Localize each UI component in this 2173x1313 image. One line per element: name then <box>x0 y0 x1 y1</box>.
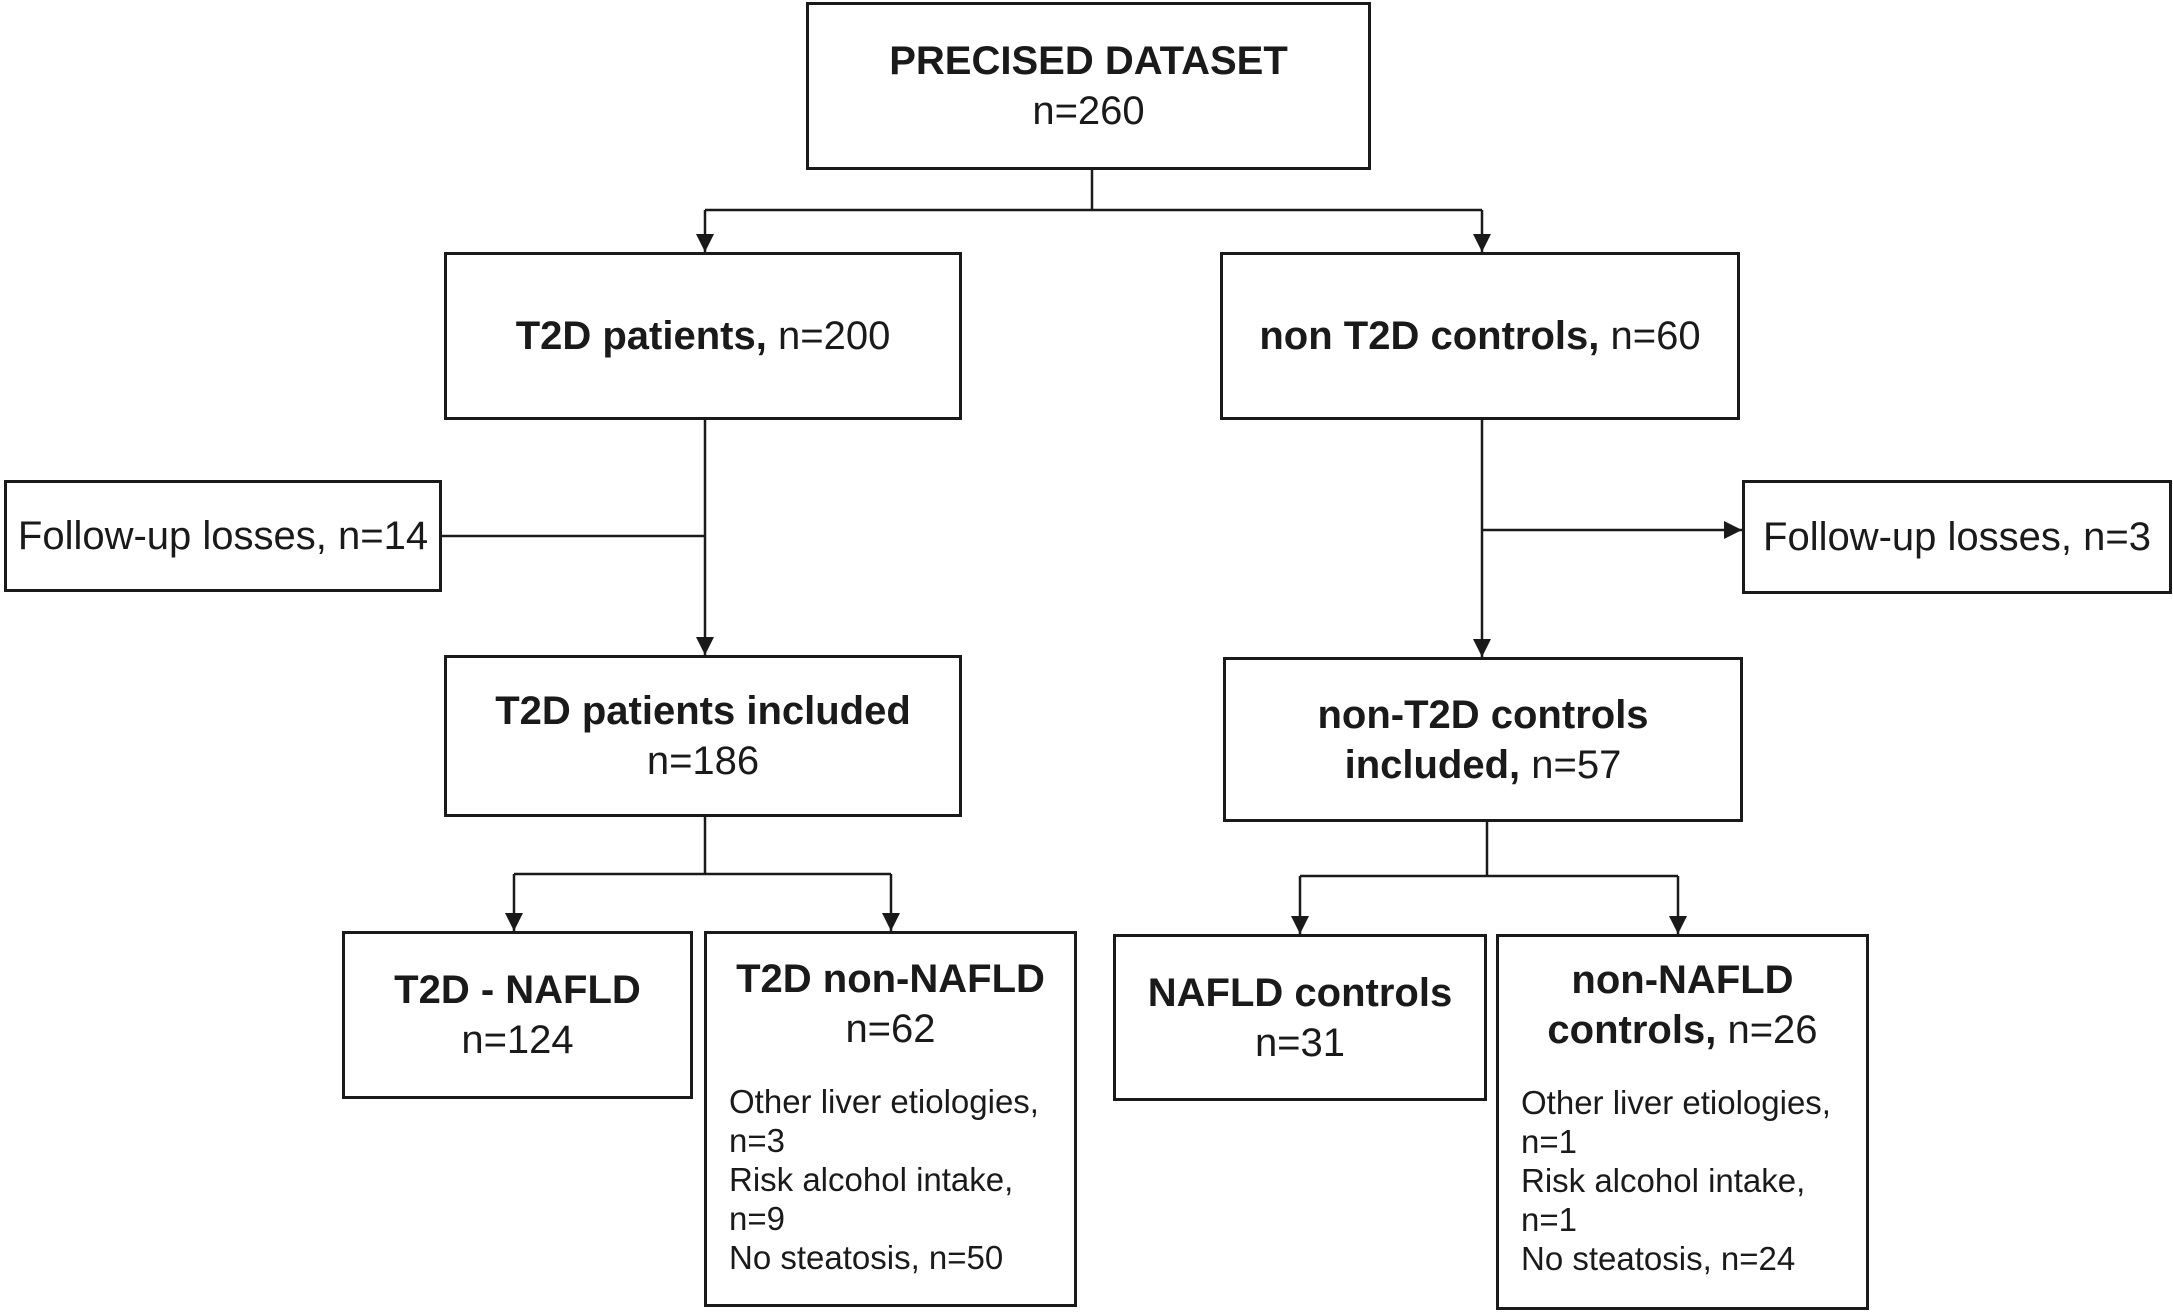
t2d-patients-box: T2D patients, n=200 <box>444 252 962 420</box>
t2d-non-nafld-box: T2D non-NAFLD n=62 Other liver etiologie… <box>704 931 1077 1307</box>
t2d-non-nafld-notes: Other liver etiologies, n=3 Risk alcohol… <box>707 1082 1039 1277</box>
t2d-patients-count: n=200 <box>777 314 891 358</box>
non-t2d-controls-box: non T2D controls, n=60 <box>1220 252 1740 420</box>
t2d-nafld-box: T2D - NAFLD n=124 <box>342 931 693 1099</box>
t2d-patients-included-title: T2D patients included <box>495 689 911 733</box>
follow-up-losses-right: Follow-up losses, n=3 <box>1763 515 2151 559</box>
non-nafld-controls-notes: Other liver etiologies, n=1 Risk alcohol… <box>1499 1083 1831 1278</box>
note-line: Other liver etiologies, <box>1521 1084 1831 1121</box>
t2d-patients-included-box: T2D patients included n=186 <box>444 655 962 817</box>
non-t2d-controls-included-count: n=57 <box>1531 742 1622 787</box>
follow-up-losses-left-box: Follow-up losses, n=14 <box>4 480 442 592</box>
non-nafld-controls-title: non-NAFLD <box>1571 958 1794 1002</box>
non-nafld-controls-title-2: controls, <box>1547 1008 1717 1052</box>
t2d-nafld-title: T2D - NAFLD <box>394 968 641 1012</box>
t2d-patients-label: T2D patients, <box>515 314 767 358</box>
note-line: No steatosis, n=50 <box>729 1239 1004 1276</box>
note-line: Risk alcohol intake, <box>1521 1162 1806 1199</box>
note-line: n=1 <box>1521 1201 1577 1238</box>
t2d-non-nafld-title: T2D non-NAFLD <box>736 957 1045 1001</box>
nafld-controls-title: NAFLD controls <box>1147 970 1453 1015</box>
nafld-controls-box: NAFLD controls n=31 <box>1113 934 1487 1101</box>
non-t2d-controls-label: non T2D controls, <box>1259 314 1600 358</box>
note-line: Other liver etiologies, <box>729 1083 1039 1120</box>
t2d-patients-included-count: n=186 <box>646 739 760 783</box>
follow-up-losses-left: Follow-up losses, n=14 <box>17 514 429 558</box>
non-t2d-controls-included-title-2: included, <box>1344 742 1521 787</box>
non-nafld-controls-box: non-NAFLD controls, n=26 Other liver eti… <box>1496 934 1869 1310</box>
precised-dataset-box: PRECISED DATASET n=260 <box>806 2 1371 170</box>
non-t2d-controls-included-title: non-T2D controls <box>1317 692 1649 737</box>
note-line: n=1 <box>1521 1123 1577 1160</box>
note-line: No steatosis, n=24 <box>1521 1240 1796 1277</box>
note-line: Risk alcohol intake, <box>729 1161 1014 1198</box>
note-line: n=3 <box>729 1122 785 1159</box>
t2d-nafld-count: n=124 <box>461 1018 574 1062</box>
follow-up-losses-right-box: Follow-up losses, n=3 <box>1742 480 2172 594</box>
precised-dataset-count: n=260 <box>1032 89 1145 133</box>
precised-dataset-title: PRECISED DATASET <box>889 39 1288 83</box>
t2d-non-nafld-count: n=62 <box>845 1007 936 1051</box>
non-t2d-controls-count: n=60 <box>1610 314 1701 358</box>
non-nafld-controls-count: n=26 <box>1727 1008 1818 1052</box>
note-line: n=9 <box>729 1200 785 1237</box>
non-t2d-controls-included-box: non-T2D controls included, n=57 <box>1223 657 1743 822</box>
nafld-controls-count: n=31 <box>1254 1020 1346 1065</box>
